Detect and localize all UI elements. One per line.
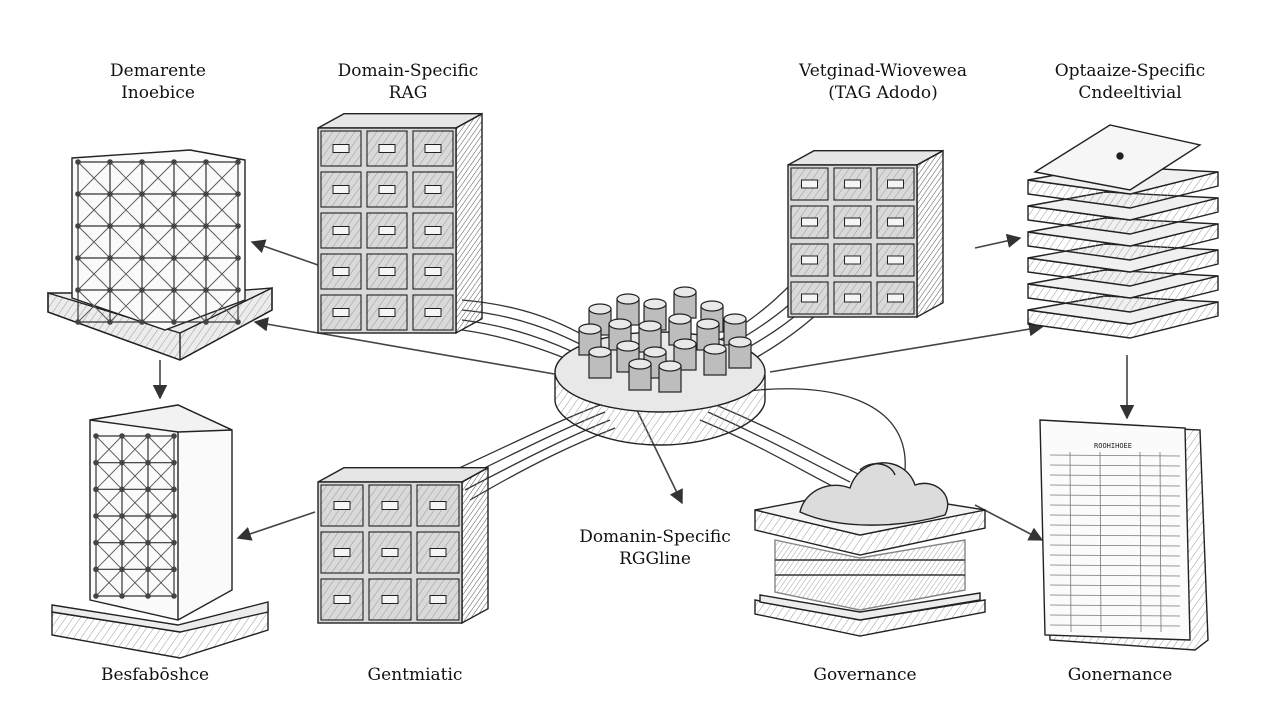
arrow-to-bottom-left <box>236 511 316 541</box>
arrow-to-top-left-a <box>250 239 319 266</box>
file-cabinet-stack-icon <box>317 466 489 625</box>
label-center: Domanin-Specific RGGline <box>579 527 731 569</box>
label-top-right: Optaaize-Specific Cndeeltivial <box>1054 61 1206 103</box>
ledger-header: ROOHIHOEE <box>1094 442 1132 450</box>
layered-tray-icon <box>754 462 986 637</box>
ledger-book-icon: ROOHIHOEE <box>1039 419 1209 651</box>
label-bottom-mid-right: Governance <box>813 665 917 685</box>
connector-arrows <box>152 233 1135 541</box>
label-bottom-right: Gonernance <box>1067 665 1173 685</box>
arrow-to-top-right-a <box>974 233 1022 249</box>
lattice-cube-icon <box>47 149 273 361</box>
arrow-to-top-left-b <box>253 317 561 376</box>
cylinder-hub-icon <box>554 286 766 446</box>
label-bottom-left: Besfabōshce <box>100 665 210 685</box>
file-cabinet-stack-icon <box>317 112 483 335</box>
lattice-tower-icon <box>51 404 269 659</box>
file-cabinet-stack-icon <box>787 149 944 319</box>
label-top-mid-right: Vetginad-Wiovewea (TAG Adodo) <box>799 61 967 103</box>
arrow-to-bottom-right <box>974 504 1044 541</box>
label-bottom-mid-left: Gentmiatic <box>367 665 463 685</box>
layered-platform-icon <box>1027 124 1219 339</box>
arrow-to-top-right-b <box>769 322 1044 373</box>
label-top-mid-left: Domain-Specific RAG <box>337 61 479 103</box>
label-top-left: Demarente Inoebice <box>110 61 206 103</box>
